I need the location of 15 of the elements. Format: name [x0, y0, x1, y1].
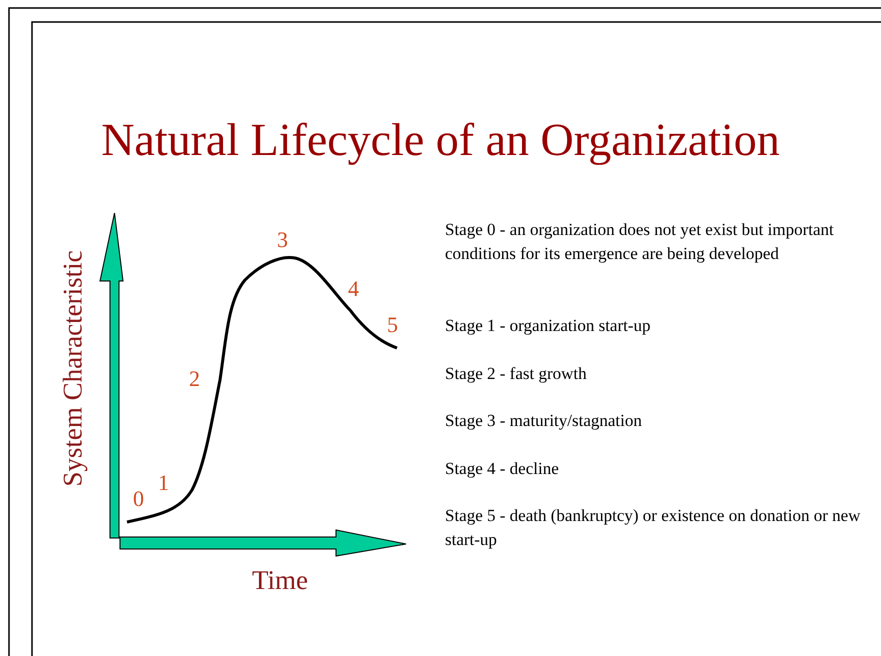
axis-label: Time	[252, 567, 308, 594]
stage-number: 1	[158, 472, 169, 494]
stage-number: 3	[277, 229, 288, 251]
stage-description: Stage 5 - death (bankruptcy) or existence on donation or new start-up	[445, 505, 862, 551]
stage-description: Stage 3 - maturity/stagnation	[445, 410, 643, 432]
stage-number: 4	[348, 278, 359, 300]
stage-description: Stage 0 - an organization does not yet exist but important conditions for its emergence are being developed	[445, 219, 835, 265]
axis-label: System Characteristic	[60, 249, 86, 488]
stage-description: Stage 4 - decline	[445, 458, 560, 480]
stage-description: Stage 1 - organization start-up	[445, 315, 652, 337]
stage-number: 2	[189, 368, 200, 390]
slide-title: Natural Lifecycle of an Organization	[100, 117, 781, 163]
stage-number: 0	[133, 488, 144, 510]
stage-description: Stage 2 - fast growth	[445, 363, 588, 385]
stage-number: 5	[387, 314, 398, 336]
